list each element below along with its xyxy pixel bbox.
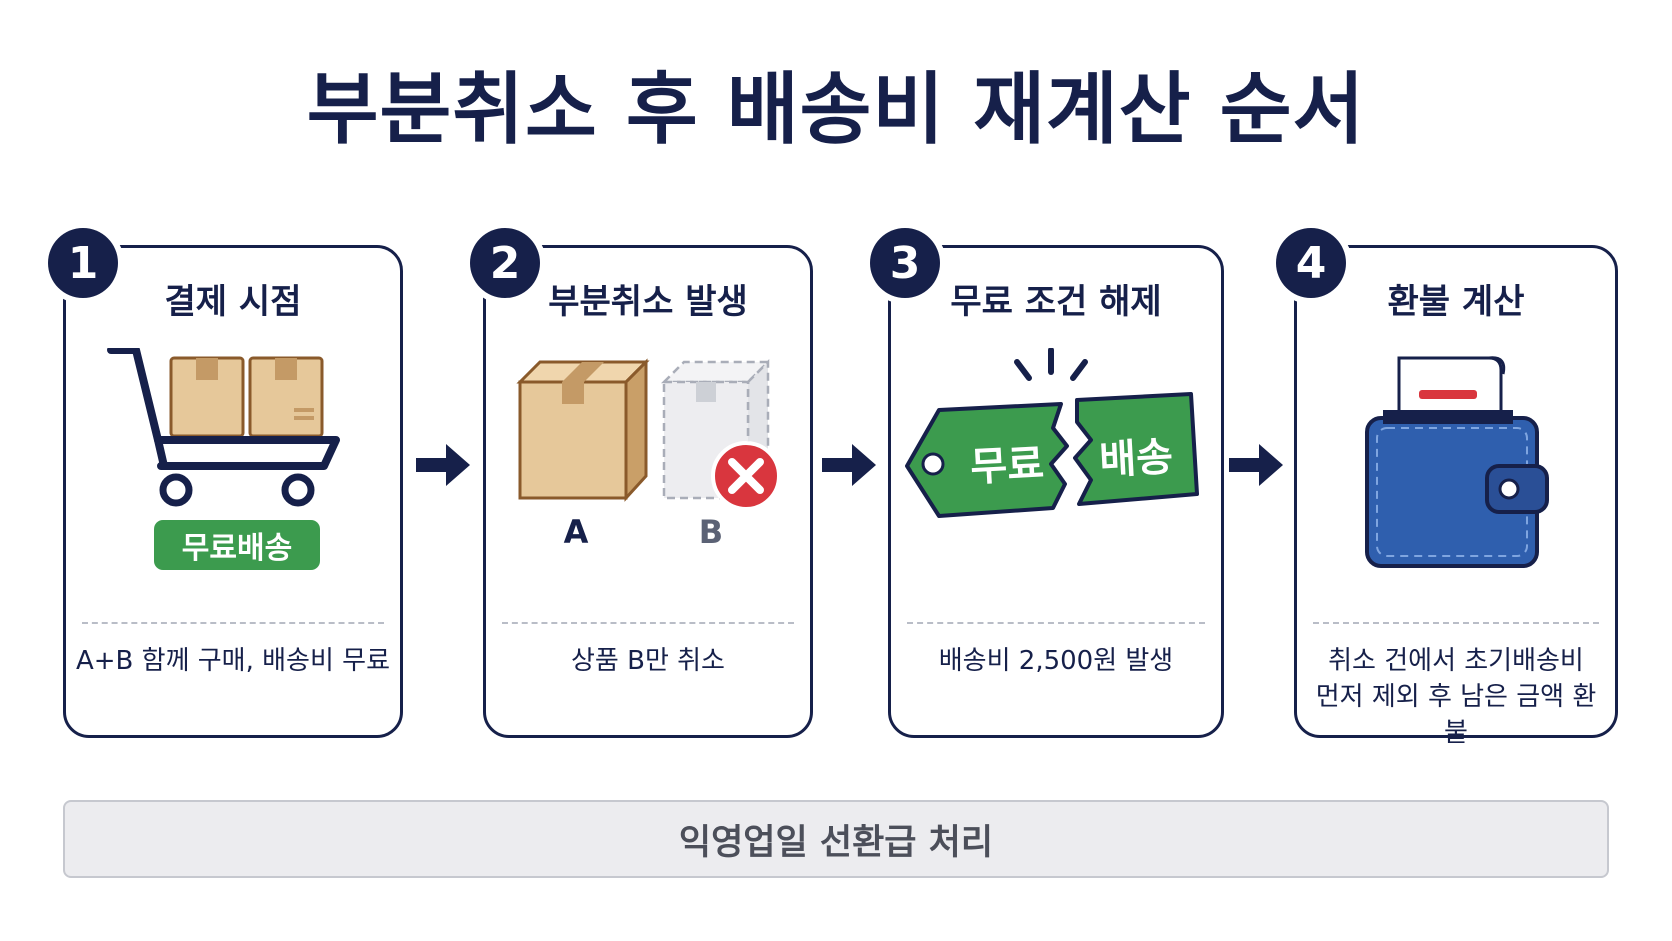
shopping-cart-icon [107, 346, 340, 507]
step-4-description: 취소 건에서 초기배송비 먼저 제외 후 남은 금액 환불 [1305, 643, 1607, 751]
step-1-title: 결제 시점 [164, 282, 302, 322]
tag-right-text: 배송 [1098, 434, 1175, 484]
step-3-divider [907, 622, 1205, 624]
boxes-cancel-icon [516, 358, 781, 511]
step-1-description: A+B 함께 구매, 배송비 무료 [75, 646, 390, 676]
step-4-card: 환불 계산 취소 건에서 초기배송비 먼저 제외 후 남은 금액 환불 [1294, 245, 1618, 748]
step-2-illustration [486, 348, 810, 568]
arrow-right-icon [1229, 444, 1283, 486]
page-title: 부분취소 후 배송비 재계산 순서 [306, 65, 1366, 155]
arrow-right-icon [416, 444, 470, 486]
arrow-right-icon [822, 444, 876, 486]
step-4-illustration [1297, 348, 1615, 568]
step-3-title: 무료 조건 해제 [950, 282, 1162, 322]
footer-banner: 익영업일 선환급 처리 [63, 800, 1609, 878]
step-3-card: 무료 조건 해제 무료 배송 배송비 2,500원 발생 [888, 245, 1224, 738]
step-2-divider [502, 622, 794, 624]
box-a-label: A [563, 513, 589, 551]
step-3-description: 배송비 2,500원 발생 [938, 646, 1174, 676]
step-4-number-badge: 4 [1276, 228, 1346, 298]
step-4-title: 환불 계산 [1387, 282, 1525, 322]
step-2-number-badge: 2 [470, 228, 540, 298]
wallet-icon [1365, 356, 1549, 568]
step-4-description-line-2: 먼저 제외 후 남은 금액 환불 [1315, 682, 1597, 748]
free-shipping-tag: 무료배송 [154, 520, 320, 570]
tag-left-text: 무료 [969, 441, 1046, 491]
step-3-number-badge: 3 [870, 228, 940, 298]
step-1-divider [82, 622, 384, 624]
step-4-divider [1313, 622, 1599, 624]
step-1-card: 결제 시점 무료배송 A+B 함께 구매, 배송비 무료 [63, 245, 403, 738]
step-2-card: 부분취소 발생 A B 상품 B만 취소 [483, 245, 813, 738]
step-3-illustration [891, 347, 1221, 568]
step-1-illustration [66, 346, 400, 568]
step-1-number-badge: 1 [48, 228, 118, 298]
step-2-title: 부분취소 발생 [548, 282, 748, 322]
broken-tag-icon [905, 347, 1199, 518]
step-4-description-line-1: 취소 건에서 초기배송비 [1328, 646, 1584, 676]
box-b-label: B [698, 513, 724, 551]
step-2-description: 상품 B만 취소 [571, 646, 725, 676]
